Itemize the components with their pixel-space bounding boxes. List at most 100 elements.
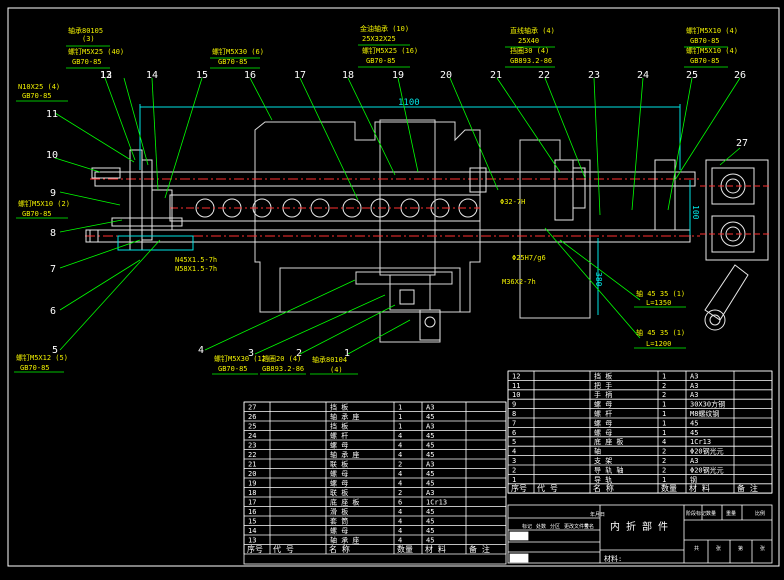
right-bearings <box>469 159 676 231</box>
bom-right-r2-c2: 手 柄 <box>594 390 612 399</box>
bom-left-r0-c3: 1 <box>398 404 402 412</box>
label-gb70-e: GB70-85 <box>690 57 720 65</box>
bom-right-header-1: 代 号 <box>537 483 558 493</box>
bom-left-r6-c3: 2 <box>398 461 402 469</box>
label-screw-m5x12: 螺钉M5X12 (5) <box>16 353 68 362</box>
label-bearing-qty: (3) <box>82 35 95 43</box>
bom-left-r7-c4: 45 <box>426 470 434 478</box>
bom-right-r10-c3: 2 <box>662 466 666 474</box>
label-n58: N58X1.5-7h <box>175 265 217 273</box>
bom-left-r4-c2: 螺 母 <box>330 441 348 450</box>
bom-right-r5-c3: 1 <box>662 419 666 427</box>
bom-left-r9-c2: 联 板 <box>330 488 348 497</box>
callout-10: 10 <box>46 150 58 161</box>
callout-23: 23 <box>588 70 600 81</box>
bom-left-r13-c0: 14 <box>248 527 256 535</box>
bom-right-r11-c2: 导 轨 <box>594 475 612 484</box>
bom-right-header-0: 序号 <box>511 483 527 493</box>
label-gb70-a: GB70-85 <box>72 58 102 66</box>
bom-right-r2-c0: 10 <box>512 391 520 399</box>
bom-left-r13-c4: 45 <box>426 527 434 535</box>
label-shaft-1: 轴 45 35 (1) <box>636 289 685 298</box>
bom-left-r6-c0: 21 <box>248 461 256 469</box>
bom-right-r8-c2: 轴 <box>594 447 601 456</box>
bom-left-r2-c4: A3 <box>426 423 434 431</box>
bom-right-r1-c3: 2 <box>662 382 666 390</box>
bom-left-r7-c2: 螺 母 <box>330 469 348 478</box>
bom-right-r9-c0: 3 <box>512 457 516 465</box>
bom-left-r8-c0: 19 <box>248 480 256 488</box>
callout-22: 22 <box>538 70 550 81</box>
bom-right-r8-c0: 4 <box>512 448 516 456</box>
bom-right-r10-c4: Φ20钢光元 <box>690 465 724 474</box>
label-screw-m5x25b: 螺钉M5X25 (16) <box>362 46 418 55</box>
bom-left-r3-c0: 24 <box>248 432 256 440</box>
title-label-1: 处数 <box>536 523 546 530</box>
bom-left-r2-c2: 挡 板 <box>330 422 348 431</box>
label-m36: M36X2-7h <box>502 278 536 286</box>
bom-right-r5-c0: 7 <box>512 419 516 427</box>
bom-right-r10-c2: 导 轨 轴 <box>594 465 623 474</box>
bom-right-r3-c3: 1 <box>662 401 666 409</box>
title-label-3: 更改文件号 <box>564 523 589 530</box>
dimensions <box>139 104 691 315</box>
bom-right-r7-c2: 底 座 板 <box>594 437 623 446</box>
bom-left-r5-c3: 4 <box>398 451 402 459</box>
bom-left-header-0: 序号 <box>247 544 263 554</box>
callout-20: 20 <box>440 70 452 81</box>
label-gb70-i: GB70-85 <box>218 365 248 373</box>
bom-left-r12-c2: 套 筒 <box>330 517 348 526</box>
bom-left-r11-c3: 4 <box>398 508 402 516</box>
label-n10x25: N10X25 (4) <box>18 83 60 91</box>
bom-left-r1-c0: 26 <box>248 413 256 421</box>
label-gb70-b: GB70-85 <box>218 58 248 66</box>
bom-left-r10-c4: 1Cr13 <box>426 499 447 507</box>
bom-right-r2-c3: 2 <box>662 391 666 399</box>
stage-label-1: 数量 <box>706 510 716 517</box>
label-linear-bearing: 直线轴承 (4) <box>510 26 555 35</box>
bom-right-r0-c3: 1 <box>662 372 666 380</box>
bom-right-r1-c0: 11 <box>512 382 520 390</box>
screw-holes-row <box>169 194 481 222</box>
bom-left-r11-c4: 45 <box>426 508 434 516</box>
bom-right-r2-c4: A3 <box>690 391 698 399</box>
title-label-0: 标记 <box>522 523 532 530</box>
label-screw-m5x10b: 螺钉M5X10 (4) <box>686 46 738 55</box>
bom-right-r9-c4: A3 <box>690 457 698 465</box>
bom-left-header-4: 材 料 <box>425 544 446 554</box>
bom-right-r3-c2: 螺 母 <box>594 400 612 409</box>
label-25x32x25: 25X32X25 <box>362 35 396 43</box>
label-l1350: L=1350 <box>646 299 671 307</box>
bom-left-r0-c4: A3 <box>426 404 434 412</box>
callout-11: 11 <box>46 109 58 120</box>
callout-24: 24 <box>637 70 649 81</box>
bom-right-r7-c0: 5 <box>512 438 516 446</box>
label-phi32: Φ32-7H <box>500 198 525 206</box>
title-name: 内 折 部 件 <box>610 520 668 533</box>
bom-left-r7-c3: 4 <box>398 470 402 478</box>
bom-left-r0-c0: 27 <box>248 404 256 412</box>
bom-left-r12-c4: 45 <box>426 518 434 526</box>
bom-right-r1-c4: A3 <box>690 382 698 390</box>
bom-left-r11-c2: 滑 板 <box>330 507 348 516</box>
bom-left-r3-c4: 45 <box>426 432 434 440</box>
bom-left-r1-c4: 45 <box>426 413 434 421</box>
bom-left-r8-c3: 4 <box>398 480 402 488</box>
bom-right-r9-c3: 2 <box>662 457 666 465</box>
bom-right-r0-c4: A3 <box>690 372 698 380</box>
callout-26: 26 <box>734 70 746 81</box>
bom-left-r8-c2: 螺 母 <box>330 479 348 488</box>
bom-left-r10-c3: 6 <box>398 499 402 507</box>
bom-right-r3-c4: 30X30方钢 <box>690 400 725 409</box>
label-shaft-2: 轴 45 35 (1) <box>636 328 685 337</box>
bom-left-r6-c4: A3 <box>426 461 434 469</box>
title-label-4: 签名 <box>584 523 594 530</box>
label-bearing-80104: 轴承80104 <box>312 355 347 364</box>
title-block <box>507 504 773 564</box>
callout-12: 12 <box>100 70 112 81</box>
callout-25: 25 <box>686 70 698 81</box>
bom-left-r12-c3: 4 <box>398 518 402 526</box>
label-screw-m5x30b: 螺钉M5X30 (12) <box>214 354 270 363</box>
bom-left-r9-c4: A3 <box>426 489 434 497</box>
bom-right-r6-c2: 螺 母 <box>594 428 612 437</box>
